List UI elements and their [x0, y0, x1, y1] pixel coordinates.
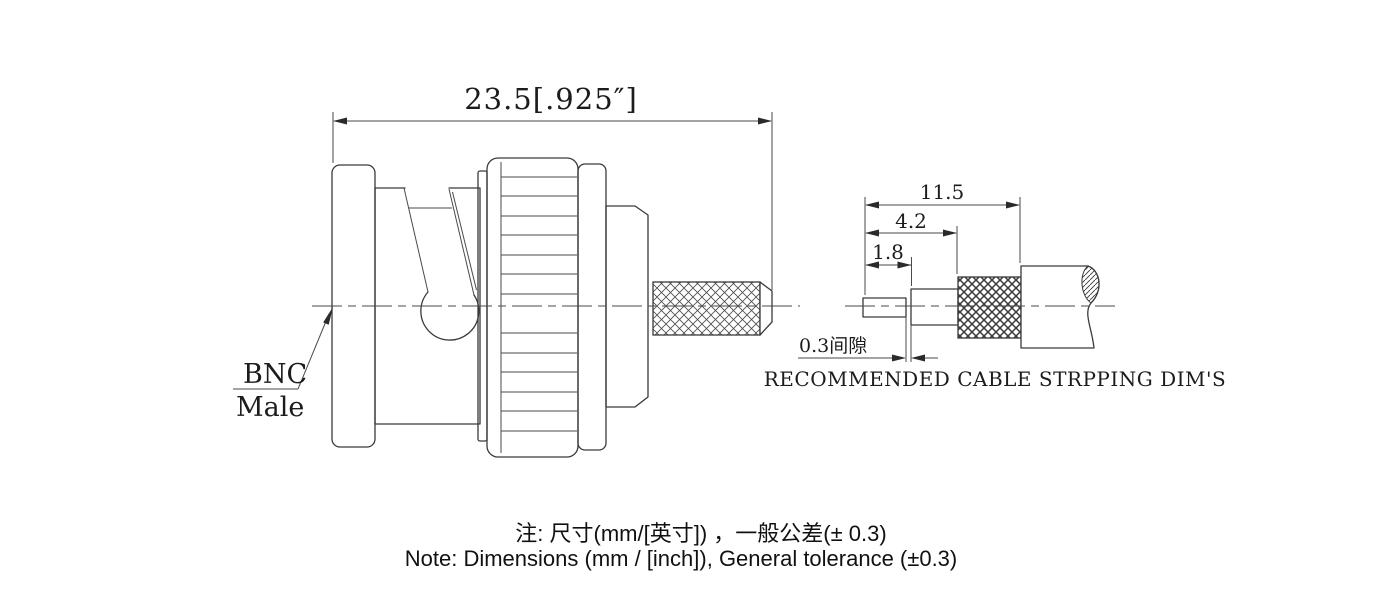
cable-center-conductor — [862, 297, 907, 318]
cable-braid — [957, 276, 1022, 339]
bayonet-slot — [403, 187, 480, 341]
label-male: Male — [236, 392, 304, 423]
ferrule-tip — [759, 281, 773, 336]
bnc-male-label: BNC Male — [233, 307, 333, 423]
cable-cut-face — [1081, 265, 1100, 304]
knurl-ridges — [501, 176, 577, 432]
label-bnc: BNC — [243, 359, 307, 390]
stripping-caption: RECOMMENDED CABLE STRPPING DIM'S — [764, 367, 1226, 391]
bayonet-pin-hole — [420, 291, 480, 341]
rear-body — [605, 205, 649, 408]
dim-arrow-right — [758, 117, 772, 125]
dim-text-4-2: 4.2 — [895, 209, 927, 233]
dim-text-11-5: 11.5 — [920, 180, 965, 204]
note-chinese: 注: 尺寸(mm/[英寸]) ，一般公差(± 0.3) — [515, 521, 886, 546]
note-english: Note: Dimensions (mm / [inch]), General … — [405, 546, 958, 571]
dimension-0-3-gap: 0.3间隙 — [798, 317, 938, 362]
cable-dielectric — [910, 288, 959, 326]
cable-stripping-view — [862, 265, 1100, 349]
nut-rear-band — [577, 163, 607, 451]
dim-text-gap: 0.3间隙 — [799, 335, 867, 357]
dim-arrow-left — [333, 117, 347, 125]
crimp-ferrule — [652, 281, 773, 336]
dimension-11-5: 11.5 — [864, 180, 1021, 295]
leader-arrow — [323, 307, 333, 325]
connector-body — [374, 187, 481, 425]
coupling-nut — [486, 157, 607, 458]
connector-side-view — [331, 157, 773, 458]
overall-dimension-text: 23.5[.925″] — [464, 82, 638, 116]
dimension-1-8: 1.8 — [865, 240, 912, 286]
dimension-overall-length: 23.5[.925″] — [332, 82, 773, 290]
dimension-4-2: 4.2 — [865, 209, 958, 274]
dim-text-1-8: 1.8 — [872, 240, 904, 264]
